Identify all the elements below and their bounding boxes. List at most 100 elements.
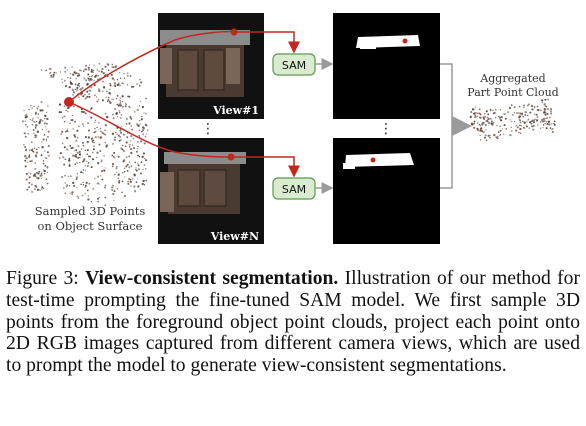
point-cloud-dot: [477, 112, 479, 115]
point-cloud-dot: [492, 122, 495, 124]
point-cloud-dot: [126, 84, 129, 86]
point-cloud-dot: [23, 144, 25, 146]
point-cloud-dot: [87, 73, 90, 76]
point-cloud-dot: [64, 175, 66, 177]
mask-ellipsis: ⋮: [379, 121, 393, 137]
point-cloud-dot: [34, 154, 38, 157]
point-cloud-dot: [96, 182, 99, 185]
point-cloud-dot: [34, 175, 37, 178]
point-cloud-dot: [539, 109, 542, 112]
point-cloud-dot: [105, 96, 107, 98]
point-cloud-dot: [53, 71, 56, 74]
point-cloud-dot: [83, 77, 86, 80]
point-cloud-dot: [135, 150, 139, 153]
point-cloud-dot: [104, 167, 106, 169]
point-cloud-dot: [116, 79, 119, 81]
point-cloud-dot: [35, 127, 37, 129]
point-cloud-dot: [97, 98, 100, 101]
point-cloud-dot: [499, 134, 501, 136]
point-cloud-dot: [121, 95, 124, 98]
caption-label: Figure 3:: [6, 268, 79, 289]
point-cloud-dot: [115, 131, 117, 134]
point-cloud-dot: [99, 136, 102, 139]
point-cloud-dot: [546, 108, 549, 110]
point-cloud-dot: [30, 105, 32, 107]
left-caption-line1: Sampled 3D Points: [35, 204, 146, 218]
point-cloud-dot: [119, 136, 122, 138]
point-cloud-dot: [479, 125, 481, 127]
point-cloud-dot: [76, 136, 79, 139]
point-cloud-dot: [133, 174, 136, 177]
point-cloud-dot: [118, 140, 121, 142]
point-cloud-dot: [64, 66, 67, 69]
point-cloud-dot: [33, 136, 35, 138]
point-cloud-dot: [96, 151, 99, 154]
point-cloud-dot: [31, 107, 34, 109]
point-cloud-dot: [36, 177, 38, 179]
point-cloud-dot: [501, 128, 504, 130]
figure-diagram: Sampled 3D Points on Object Surface View…: [21, 13, 559, 244]
point-cloud-dot: [132, 147, 136, 150]
point-cloud-dot: [75, 149, 78, 152]
point-cloud-dot: [82, 169, 85, 171]
point-cloud-dot: [66, 136, 69, 140]
point-cloud-dot: [494, 116, 497, 119]
point-cloud-dot: [129, 74, 132, 77]
point-cloud-dot: [146, 129, 149, 131]
point-cloud-dot: [493, 133, 496, 137]
point-cloud-dot: [518, 116, 521, 119]
point-cloud-dot: [78, 74, 81, 77]
point-cloud-dot: [97, 75, 99, 77]
segmentation-mask-view-1: [333, 13, 440, 119]
sam-label-1: SAM: [282, 59, 306, 72]
point-cloud-dot: [104, 113, 107, 115]
point-cloud-dot: [544, 122, 546, 125]
point-cloud-dot: [34, 136, 37, 139]
point-cloud-dot: [106, 100, 109, 102]
point-cloud-dot: [47, 130, 50, 133]
point-cloud-dot: [111, 186, 114, 189]
point-cloud-dot: [139, 123, 141, 125]
point-cloud-dot: [144, 157, 146, 160]
point-cloud-dot: [126, 72, 129, 75]
point-cloud-dot: [28, 171, 30, 174]
point-cloud-dot: [140, 161, 143, 164]
point-cloud-dot: [34, 162, 37, 164]
point-cloud-dot: [137, 168, 141, 171]
point-cloud-dot: [66, 69, 68, 71]
point-cloud-dot: [489, 108, 492, 111]
point-cloud-dot: [87, 155, 91, 158]
point-cloud-dot: [128, 146, 131, 148]
point-cloud-dot: [550, 108, 552, 110]
point-cloud-dot: [88, 95, 91, 98]
point-cloud-dot: [547, 98, 550, 101]
point-cloud-dot: [498, 115, 500, 118]
point-cloud-dot: [539, 120, 542, 123]
point-cloud-dot: [58, 111, 61, 114]
point-cloud-dot: [514, 129, 518, 132]
mask-region: [345, 153, 414, 167]
point-cloud-dot: [142, 168, 144, 171]
point-cloud-dot: [45, 140, 48, 142]
point-cloud-dot: [123, 194, 127, 198]
point-cloud-dot: [136, 178, 139, 180]
point-cloud-dot: [49, 67, 52, 71]
point-cloud-dot: [119, 102, 122, 104]
point-cloud-dot: [524, 114, 527, 116]
point-cloud-dot: [488, 136, 491, 139]
point-cloud-dot: [98, 143, 101, 146]
point-cloud-dot: [116, 116, 119, 118]
left-caption-line2: on Object Surface: [37, 219, 142, 233]
point-cloud-dot: [471, 123, 474, 126]
point-cloud-dot: [72, 128, 74, 130]
point-cloud-dot: [41, 128, 44, 131]
point-cloud-dot: [119, 71, 121, 74]
mask-region: [356, 35, 420, 48]
point-cloud-dot: [61, 81, 64, 84]
point-cloud-dot: [145, 97, 147, 100]
point-cloud-dot: [118, 179, 121, 182]
point-cloud-dot: [484, 115, 487, 118]
point-cloud-dot: [43, 187, 45, 189]
point-cloud-dot: [518, 118, 521, 121]
